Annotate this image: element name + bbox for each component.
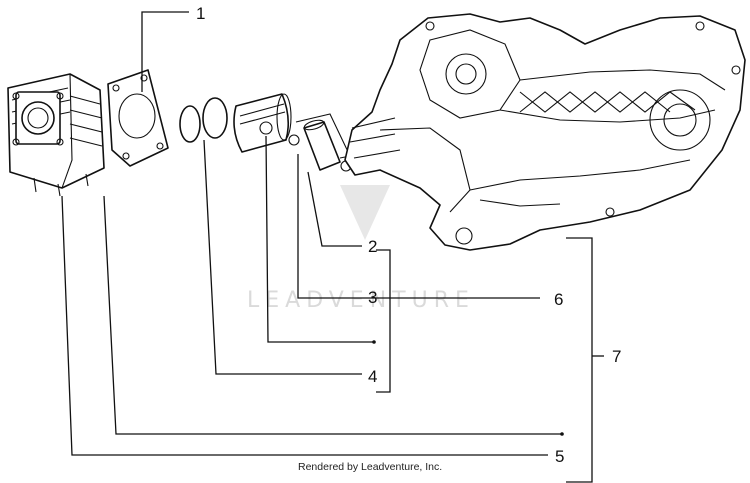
watermark-text: LEADVENTURE: [247, 288, 475, 313]
cylinder-gasket: [107, 69, 169, 167]
crankcase: [344, 13, 746, 251]
callout-1: 1: [196, 4, 205, 23]
cylinder-block: [7, 73, 105, 197]
piston-rings: [179, 97, 228, 143]
callout-7: 7: [612, 347, 621, 366]
callout-5: 5: [555, 447, 564, 466]
callout-2: 2: [368, 237, 377, 256]
callout-4: 4: [368, 367, 377, 386]
callout-6: 6: [554, 290, 563, 309]
wrist-pin: [288, 113, 352, 172]
piston: [233, 93, 292, 153]
callout-3: 3: [368, 288, 377, 307]
leader-lines: [61, 11, 604, 483]
watermark-logo: LEADVENTURE: [247, 185, 475, 313]
credit-text: Rendered by Leadventure, Inc.: [298, 461, 442, 473]
